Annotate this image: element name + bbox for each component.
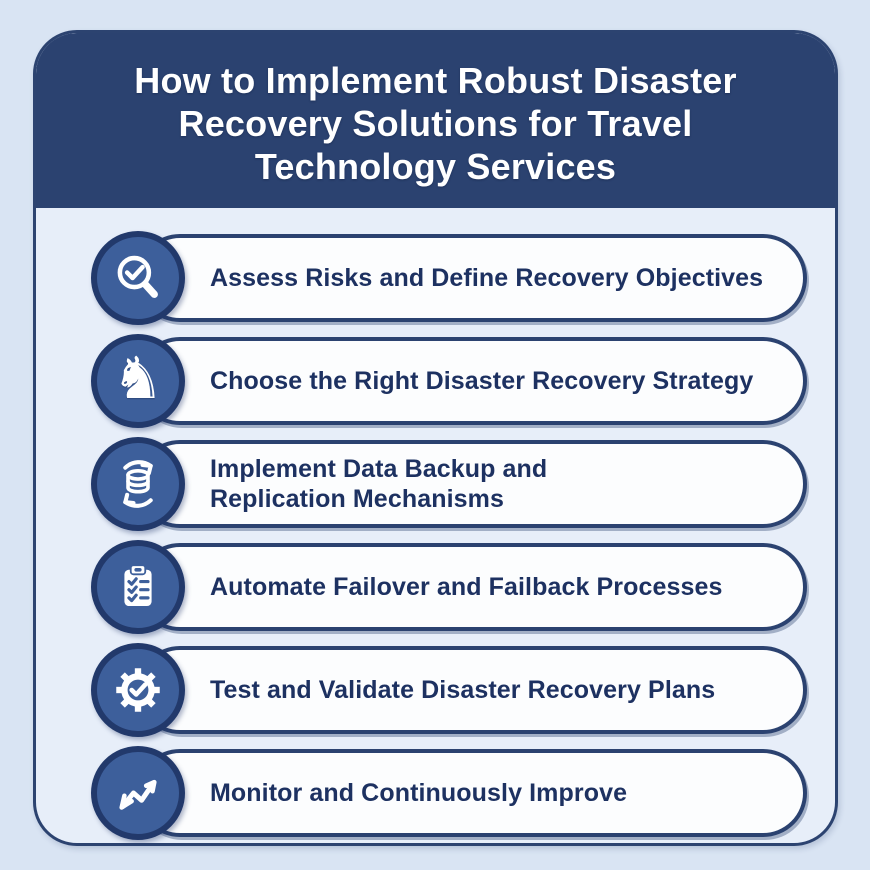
step-row-2: ♞ Choose the Right Disaster Recovery Str… (91, 334, 807, 428)
gear-check-icon (91, 643, 185, 737)
database-sync-icon (91, 437, 185, 531)
clipboard-checklist-icon (91, 540, 185, 634)
step-label: Assess Risks and Define Recovery Objecti… (210, 264, 764, 292)
step-row-6: Monitor and Continuously Improve (91, 746, 807, 840)
trend-arrow-icon (91, 746, 185, 840)
chess-knight-icon: ♞ (91, 334, 185, 428)
step-row-4: Automate Failover and Failback Processes (91, 540, 807, 634)
step-row-5: Test and Validate Disaster Recovery Plan… (91, 643, 807, 737)
step-row-3: Implement Data Backup and Replication Me… (91, 437, 807, 531)
step-label: Automate Failover and Failback Processes (210, 573, 723, 601)
step-pill: Assess Risks and Define Recovery Objecti… (136, 234, 807, 322)
step-label: Choose the Right Disaster Recovery Strat… (210, 367, 754, 395)
step-label: Monitor and Continuously Improve (210, 779, 628, 807)
step-row-1: Assess Risks and Define Recovery Objecti… (91, 231, 807, 325)
step-label: Test and Validate Disaster Recovery Plan… (210, 676, 716, 704)
page-title-line-1: How to Implement Robust Disaster (134, 60, 737, 101)
step-pill: Choose the Right Disaster Recovery Strat… (136, 337, 807, 425)
step-pill: Implement Data Backup and Replication Me… (136, 440, 807, 528)
page-title-line-2: Recovery Solutions for Travel (178, 103, 693, 144)
magnifier-check-icon (91, 231, 185, 325)
step-label: Replication Mechanisms (210, 485, 504, 513)
page-title-line-3: Technology Services (254, 146, 617, 187)
step-pill: Test and Validate Disaster Recovery Plan… (136, 646, 807, 734)
step-pill: Monitor and Continuously Improve (136, 749, 807, 837)
steps-list: Assess Risks and Define Recovery Objecti… (36, 208, 835, 843)
step-pill: Automate Failover and Failback Processes (136, 543, 807, 631)
infographic-card: How to Implement Robust Disaster Recover… (33, 30, 838, 846)
step-label: Implement Data Backup and (210, 455, 548, 483)
chess-knight-glyph: ♞ (112, 344, 164, 412)
header-banner: How to Implement Robust Disaster Recover… (36, 33, 835, 208)
